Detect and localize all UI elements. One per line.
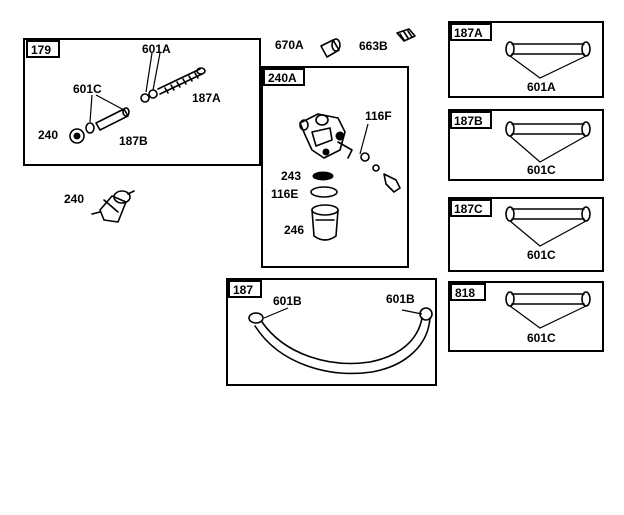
bowl-246	[311, 204, 339, 241]
label-116e: 116E	[271, 187, 298, 201]
panel-187b-tag: 187B	[454, 114, 483, 128]
panel-240a: 240A 116F 243 116E 24	[261, 66, 409, 268]
fitting-116f	[360, 152, 401, 193]
ring-243	[312, 171, 334, 181]
panel-179: 179 601A 601C	[23, 38, 261, 166]
clamp-601a	[140, 89, 158, 103]
label-663b: 663B	[359, 39, 388, 53]
panel-818-tag: 818	[455, 286, 475, 300]
fuel-filter-240	[91, 190, 135, 223]
leader-601b-left	[263, 307, 289, 319]
leader-116f	[359, 123, 369, 155]
panel-187a-frame	[448, 21, 604, 98]
leader-601a-1	[145, 52, 153, 93]
panel-187: 187 601B 601B	[226, 278, 437, 386]
panel-179-tag-box	[26, 40, 60, 58]
panel-240a-frame	[261, 66, 409, 268]
panel-818-frame	[448, 281, 604, 352]
tube-187c	[505, 206, 591, 222]
panel-187-tag-box	[228, 280, 262, 298]
label-240-loose: 240	[64, 192, 84, 206]
panel-240a-tag-box	[263, 68, 305, 86]
label-240-in-panel: 240	[38, 128, 58, 142]
panel-179-frame	[23, 38, 261, 166]
label-187a: 187A	[192, 91, 221, 105]
elbow-670a	[320, 38, 341, 58]
panel-187a-tag: 187A	[454, 26, 483, 40]
fuel-hose-187	[248, 307, 433, 375]
label-187b-601c: 601C	[527, 163, 556, 177]
panel-818-tag-box	[450, 283, 486, 301]
leader-601a-2	[152, 52, 161, 91]
label-601b-right: 601B	[386, 292, 415, 306]
label-818-601c: 601C	[527, 331, 556, 345]
label-187a-601a: 601A	[527, 80, 556, 94]
label-670a: 670A	[275, 38, 304, 52]
tube-187b	[505, 121, 591, 137]
leader-818-clamps	[509, 305, 587, 329]
tube-818	[505, 291, 591, 307]
panel-179-tag: 179	[31, 43, 51, 57]
gasket-116e	[310, 186, 338, 198]
fuel-line-187a	[157, 67, 206, 95]
plug-663b	[396, 28, 416, 42]
label-243: 243	[281, 169, 301, 183]
clamp-601c	[85, 122, 95, 134]
label-601b-left: 601B	[273, 294, 302, 308]
panel-818: 818 601C	[448, 281, 604, 352]
label-601a: 601A	[142, 42, 171, 56]
panel-187c-frame	[448, 197, 604, 272]
panel-187c-tag-box	[450, 199, 492, 217]
label-187b: 187B	[119, 134, 148, 148]
panel-187a: 187A 601A	[448, 21, 604, 98]
panel-187a-tag-box	[450, 23, 492, 41]
panel-187b-frame	[448, 109, 604, 181]
leader-187b-clamps	[509, 135, 587, 163]
panel-187-frame	[226, 278, 437, 386]
leader-601c-1	[89, 94, 93, 123]
leader-187a-clamps	[509, 55, 587, 79]
label-187c-601c: 601C	[527, 248, 556, 262]
fitting-240-small	[69, 128, 85, 144]
panel-187c-tag: 187C	[454, 202, 483, 216]
leader-601c-2	[95, 94, 125, 111]
tube-187a	[505, 41, 591, 57]
label-601c: 601C	[73, 82, 102, 96]
panel-187c: 187C 601C	[448, 197, 604, 272]
panel-187b: 187B 601C	[448, 109, 604, 181]
label-246: 246	[284, 223, 304, 237]
fuel-pump-body	[299, 113, 353, 159]
panel-187b-tag-box	[450, 111, 492, 129]
leader-601b-right	[401, 309, 423, 315]
leader-187c-clamps	[509, 220, 587, 247]
label-116f: 116F	[365, 109, 392, 123]
fuel-line-187b	[95, 107, 130, 131]
panel-187-tag: 187	[233, 283, 253, 297]
panel-240a-tag: 240A	[268, 71, 297, 85]
